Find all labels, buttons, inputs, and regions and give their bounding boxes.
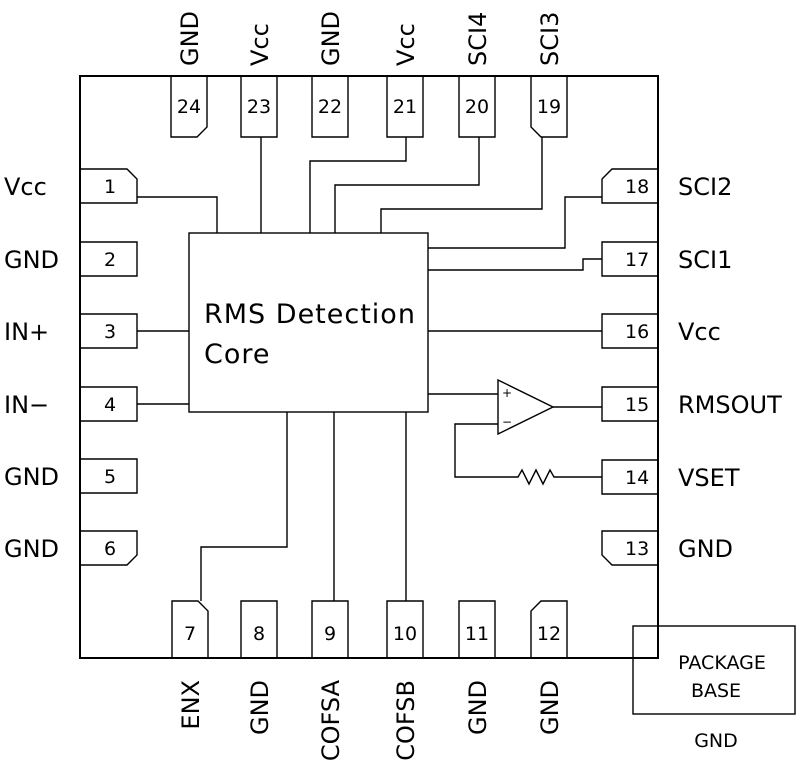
pin-23-number: 23 — [247, 96, 271, 118]
pin-9-label: COFSA — [317, 679, 345, 761]
pin-22-number: 22 — [318, 96, 342, 118]
pin-18-label: SCI2 — [678, 173, 732, 201]
pin-10-number: 10 — [393, 623, 417, 645]
pin-9-pad — [311, 600, 349, 659]
pin-18-pad — [601, 168, 659, 204]
pin-21-label: Vcc — [392, 23, 420, 66]
pin-11-label: GND — [464, 680, 492, 735]
pin-5-number: 5 — [104, 466, 116, 488]
pin-6-number: 6 — [104, 538, 116, 560]
pin-23-pad — [240, 75, 278, 138]
pin-18-number: 18 — [625, 176, 649, 198]
pin-7-number: 7 — [184, 623, 196, 645]
pin-16-label: Vcc — [678, 318, 721, 346]
feedback-resistor — [512, 468, 562, 486]
pin-17-label: SCI1 — [678, 246, 732, 274]
pin-24-number: 24 — [177, 96, 201, 118]
pin-4-number: 4 — [104, 394, 116, 416]
package-base-gnd-label: GND — [694, 730, 738, 752]
pin-6-label: GND — [4, 535, 59, 563]
pin-5-label: GND — [4, 463, 59, 491]
package-base-label-2: BASE — [691, 680, 741, 702]
pin-8-label: GND — [246, 680, 274, 735]
pin-5-pad — [79, 458, 138, 494]
pin-16-pad — [601, 313, 659, 349]
pin-12-pad — [530, 600, 568, 659]
package-base-box — [632, 625, 796, 715]
pins: 1Vcc2GND3IN+4IN−5GND6GND7ENX8GND9COFSA10… — [4, 11, 782, 761]
pin-21-number: 21 — [393, 96, 417, 118]
pin-13-pad — [601, 530, 659, 566]
pin-17-pad — [601, 241, 659, 277]
pin-6-pad — [79, 530, 138, 566]
pin-19-label: SCI3 — [536, 12, 564, 66]
pin-10-pad — [386, 600, 424, 659]
pin-3-pad — [79, 313, 138, 349]
pin-15-pad — [601, 386, 659, 422]
opamp-plus-sign: + — [502, 386, 512, 400]
core-label-line1: RMS Detection — [204, 299, 416, 330]
pin-7-label: ENX — [177, 680, 205, 730]
pin-24-pad — [170, 75, 208, 138]
pin-8-pad — [240, 600, 278, 659]
pin-14-number: 14 — [625, 467, 649, 489]
pin-11-number: 11 — [465, 623, 489, 645]
internal-wires — [137, 137, 602, 601]
pin-22-pad — [311, 75, 349, 138]
pin-7-pad — [171, 600, 209, 659]
pin-14-pad — [601, 459, 659, 495]
pin-1-label: Vcc — [4, 173, 47, 201]
pin-2-pad — [79, 241, 138, 277]
pin-20-label: SCI4 — [464, 12, 492, 66]
pin-1-number: 1 — [104, 176, 116, 198]
pin-24-label: GND — [176, 11, 204, 66]
pin-16-number: 16 — [625, 321, 649, 343]
pin-15-label: RMSOUT — [678, 391, 782, 419]
opamp-minus-sign: − — [502, 415, 512, 429]
pin-3-number: 3 — [104, 321, 116, 343]
pin-19-number: 19 — [537, 96, 561, 118]
pin-20-number: 20 — [465, 96, 489, 118]
pin-12-label: GND — [536, 680, 564, 735]
pin-3-label: IN+ — [4, 318, 49, 346]
core-label-line2: Core — [204, 339, 271, 370]
pin-2-label: GND — [4, 246, 59, 274]
pin-4-pad — [79, 386, 138, 422]
pin-11-pad — [458, 600, 496, 659]
pin-19-pad — [530, 75, 568, 138]
pin-2-number: 2 — [104, 249, 116, 271]
pin-20-pad — [458, 75, 496, 138]
pin-12-number: 12 — [537, 623, 561, 645]
pin-23-label: Vcc — [246, 23, 274, 66]
pin-9-number: 9 — [324, 623, 336, 645]
pin-13-label: GND — [678, 535, 733, 563]
pin-15-number: 15 — [625, 394, 649, 416]
pin-13-number: 13 — [625, 538, 649, 560]
package-base-label-1: PACKAGE — [678, 652, 766, 674]
pin-8-number: 8 — [253, 623, 265, 645]
opamp-symbol — [497, 378, 555, 436]
pin-10-label: COFSB — [392, 680, 420, 761]
pin-17-number: 17 — [625, 249, 649, 271]
rms-detection-core-block — [188, 232, 429, 413]
pin-21-pad — [386, 75, 424, 138]
package-outline — [79, 75, 659, 659]
pin-4-label: IN− — [4, 391, 49, 419]
pin-1-pad — [79, 168, 138, 204]
pin-14-label: VSET — [678, 464, 740, 492]
pin-22-label: GND — [317, 11, 345, 66]
